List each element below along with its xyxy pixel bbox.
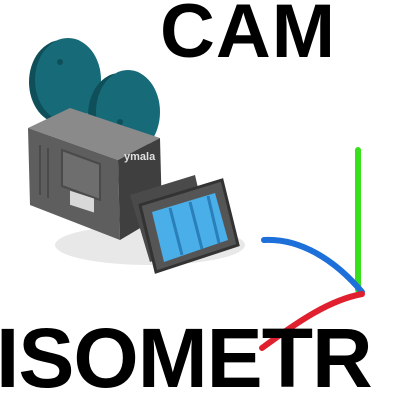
title-top: CAM xyxy=(160,0,337,74)
camera-side-panel xyxy=(61,148,101,202)
axis-z xyxy=(261,236,365,295)
camera-body-top xyxy=(28,108,160,160)
axis-x xyxy=(259,291,365,351)
title-bottom: ISOMETR xyxy=(0,311,373,400)
camera-badge: ymala xyxy=(124,151,156,163)
camera-label-plate xyxy=(70,190,94,213)
back-film-reel-icon xyxy=(29,38,101,124)
xyz-axes-icon xyxy=(259,147,365,351)
